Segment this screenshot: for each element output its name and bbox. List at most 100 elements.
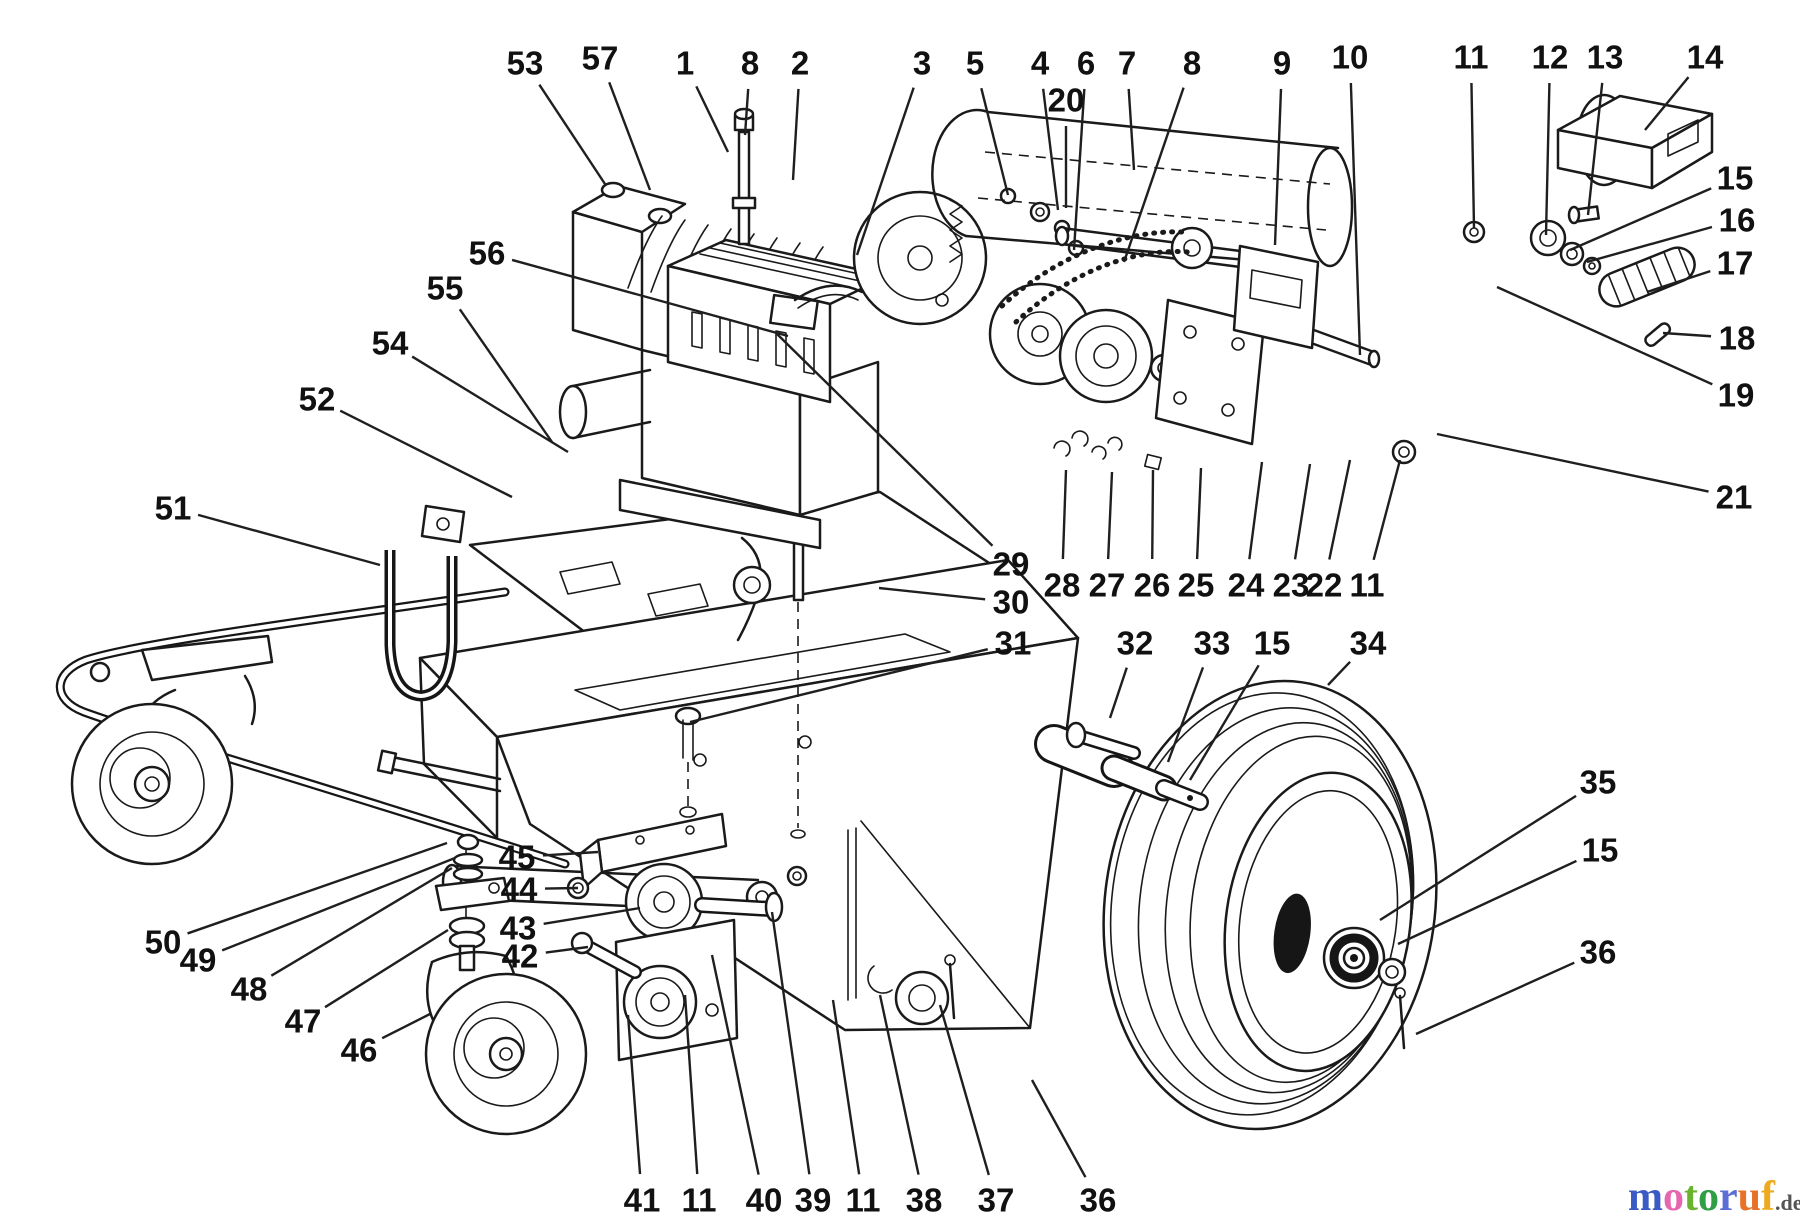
wheel-rim [1223, 771, 1413, 1073]
leader-line-45 [542, 850, 599, 857]
callout-52: 52 [299, 381, 336, 418]
callout-13: 13 [1587, 39, 1624, 76]
leader-line-9 [1273, 88, 1283, 246]
callout-25: 25 [1178, 567, 1215, 604]
callout-31: 31 [995, 625, 1032, 662]
callout-6: 6 [1077, 45, 1095, 82]
leader-line-10 [1349, 82, 1362, 356]
leader-line-21 [1436, 432, 1709, 493]
callout-55: 55 [427, 270, 464, 307]
leader-line-8 [1122, 87, 1185, 263]
callout-18: 18 [1719, 320, 1756, 357]
callout-15: 15 [1582, 832, 1619, 869]
handle-and-belt [55, 504, 570, 869]
hub-cotter-pin [1394, 987, 1406, 1050]
chain-drive [988, 226, 1214, 386]
leader-line-35 [1379, 794, 1577, 922]
callout-27: 27 [1089, 567, 1126, 604]
callout-22: 22 [1306, 567, 1343, 604]
callout-34: 34 [1350, 625, 1387, 662]
callout-36: 36 [1080, 1182, 1117, 1219]
callout-19: 19 [1718, 377, 1755, 414]
axle-bolt [1065, 721, 1141, 760]
caster-plate [140, 634, 274, 682]
leader-line-19 [1496, 285, 1713, 386]
leader-line-14 [1644, 76, 1690, 131]
leader-line-7 [1127, 88, 1136, 171]
callout-49: 49 [180, 942, 217, 979]
callout-10: 10 [1332, 39, 1369, 76]
callout-28: 28 [1044, 567, 1081, 604]
leader-line-37 [938, 1004, 990, 1176]
callout-14: 14 [1687, 39, 1724, 76]
leader-line-26 [1151, 469, 1155, 560]
cap-nut [456, 833, 480, 851]
leader-line-34 [1327, 660, 1351, 686]
dipstick [731, 107, 757, 246]
cotter-pin [944, 954, 956, 1020]
leader-line-11 [1470, 82, 1476, 229]
leader-line-32 [1108, 667, 1128, 719]
drive-wheel [1102, 679, 1438, 1131]
pto-shaft [558, 368, 652, 440]
hex-nut [1391, 439, 1417, 465]
leader-line-11 [831, 999, 861, 1175]
leader-line-50 [187, 841, 448, 935]
leader-line-8 [743, 88, 750, 136]
callout-38: 38 [906, 1182, 943, 1219]
leader-line-18 [1662, 331, 1712, 338]
caster-bolt [89, 661, 111, 683]
leader-lines [187, 76, 1713, 1178]
frame-front-face [495, 636, 1080, 1032]
callout-33: 33 [1194, 625, 1231, 662]
leader-line-22 [1328, 459, 1352, 560]
leader-line-53 [538, 84, 607, 185]
hub-washer [1377, 957, 1407, 987]
washer [452, 852, 484, 868]
callout-37: 37 [978, 1182, 1015, 1219]
axle-group [1034, 721, 1209, 811]
roll-pin [1644, 322, 1672, 348]
keys-and-clips [1053, 430, 1163, 471]
callout-39: 39 [795, 1182, 832, 1219]
callout-42: 42 [502, 938, 539, 975]
callout-47: 47 [285, 1003, 322, 1040]
leader-line-2 [791, 88, 800, 181]
frame-nut [786, 865, 808, 887]
leader-line-57 [608, 81, 652, 191]
leader-line-16 [1586, 225, 1713, 264]
leader-line-15 [1397, 859, 1577, 946]
carburetor [769, 284, 864, 331]
decal-plate [1232, 244, 1320, 350]
leader-line-42 [545, 945, 589, 954]
bearing-plate [1154, 298, 1266, 446]
leader-line-28 [1061, 469, 1068, 560]
leader-line-3 [855, 87, 915, 256]
callout-12: 12 [1532, 39, 1569, 76]
blower-housing [852, 190, 988, 326]
leader-line-11 [683, 994, 699, 1175]
leader-line-27 [1106, 471, 1114, 560]
roller-assembly [931, 108, 1417, 471]
motoruf-logo[interactable]: motoruf.de [1628, 1174, 1800, 1220]
callout-32: 32 [1117, 625, 1154, 662]
leader-line-40 [710, 954, 760, 1175]
frame-rod [376, 749, 502, 793]
leader-line-15 [1569, 187, 1712, 252]
leader-line-39 [770, 911, 811, 1175]
callout-44: 44 [501, 871, 538, 908]
leader-line-52 [339, 409, 513, 499]
callout-8: 8 [741, 45, 759, 82]
fuel-cap [647, 207, 673, 225]
callout-7: 7 [1118, 45, 1136, 82]
callout-1: 1 [676, 45, 694, 82]
callout-43: 43 [500, 910, 537, 947]
callout-46: 46 [341, 1032, 378, 1069]
flange-bearing [1529, 219, 1567, 257]
flat-washer [894, 970, 950, 1026]
callout-29: 29 [993, 546, 1030, 583]
callout-17: 17 [1717, 245, 1754, 282]
idler-group [566, 812, 784, 1062]
